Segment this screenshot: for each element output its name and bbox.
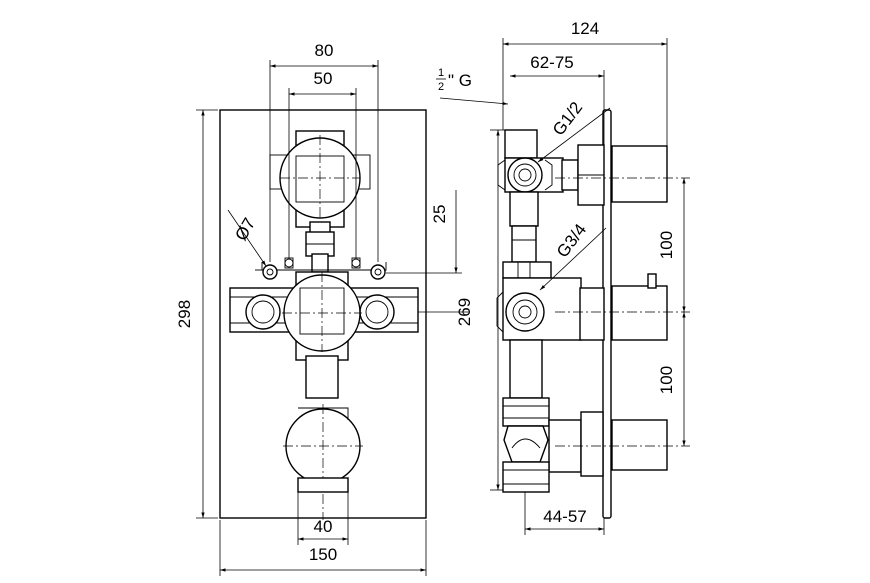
label-g34: G3/4	[553, 220, 590, 261]
label-124: 124	[571, 19, 599, 38]
label-g12: G1/2	[549, 98, 586, 139]
dim-150: 150	[219, 520, 427, 576]
label-80: 80	[315, 41, 334, 60]
label-half-den: 2	[438, 81, 444, 93]
dim-25: 25	[386, 190, 462, 274]
dim-124: 124	[502, 19, 668, 146]
label-150: 150	[309, 545, 337, 564]
side-middle-fitting	[496, 261, 668, 399]
dim-100-upper: 100	[657, 178, 686, 312]
dim-62-75: 62-75	[510, 53, 605, 145]
label-50: 50	[314, 69, 333, 88]
label-phi7: Ø7	[231, 215, 259, 244]
label-298: 298	[175, 300, 194, 328]
dim-half-g: 1 2 " G	[436, 67, 509, 106]
dim-44-57: 44-57	[524, 492, 605, 535]
label-half-unit: " G	[448, 71, 472, 90]
label-half-num: 1	[438, 67, 444, 79]
top-valve	[269, 130, 371, 273]
bottom-valve	[283, 404, 363, 520]
side-top-fitting	[497, 129, 668, 263]
side-bottom-fitting	[502, 397, 668, 493]
dim-50: 50	[288, 69, 357, 258]
label-269: 269	[455, 298, 474, 326]
label-44-57: 44-57	[543, 507, 586, 526]
center-valve	[282, 271, 362, 399]
label-40: 40	[314, 517, 333, 536]
side-view: 100 100 124 62-75 1 2 " G	[436, 19, 690, 535]
label-100-upper: 100	[657, 231, 676, 259]
dim-100-lower: 100	[657, 312, 686, 446]
label-25: 25	[430, 205, 449, 224]
dim-80: 80	[269, 41, 379, 262]
front-view: 80 50 Ø7 25 298	[175, 41, 474, 576]
label-100-lower: 100	[657, 366, 676, 394]
dim-269: 269	[418, 290, 474, 340]
dim-phi7: Ø7	[227, 209, 267, 267]
mounting-bracket	[255, 257, 387, 280]
dim-298: 298	[175, 109, 218, 519]
label-62-75: 62-75	[530, 53, 573, 72]
dim-40: 40	[297, 492, 349, 545]
